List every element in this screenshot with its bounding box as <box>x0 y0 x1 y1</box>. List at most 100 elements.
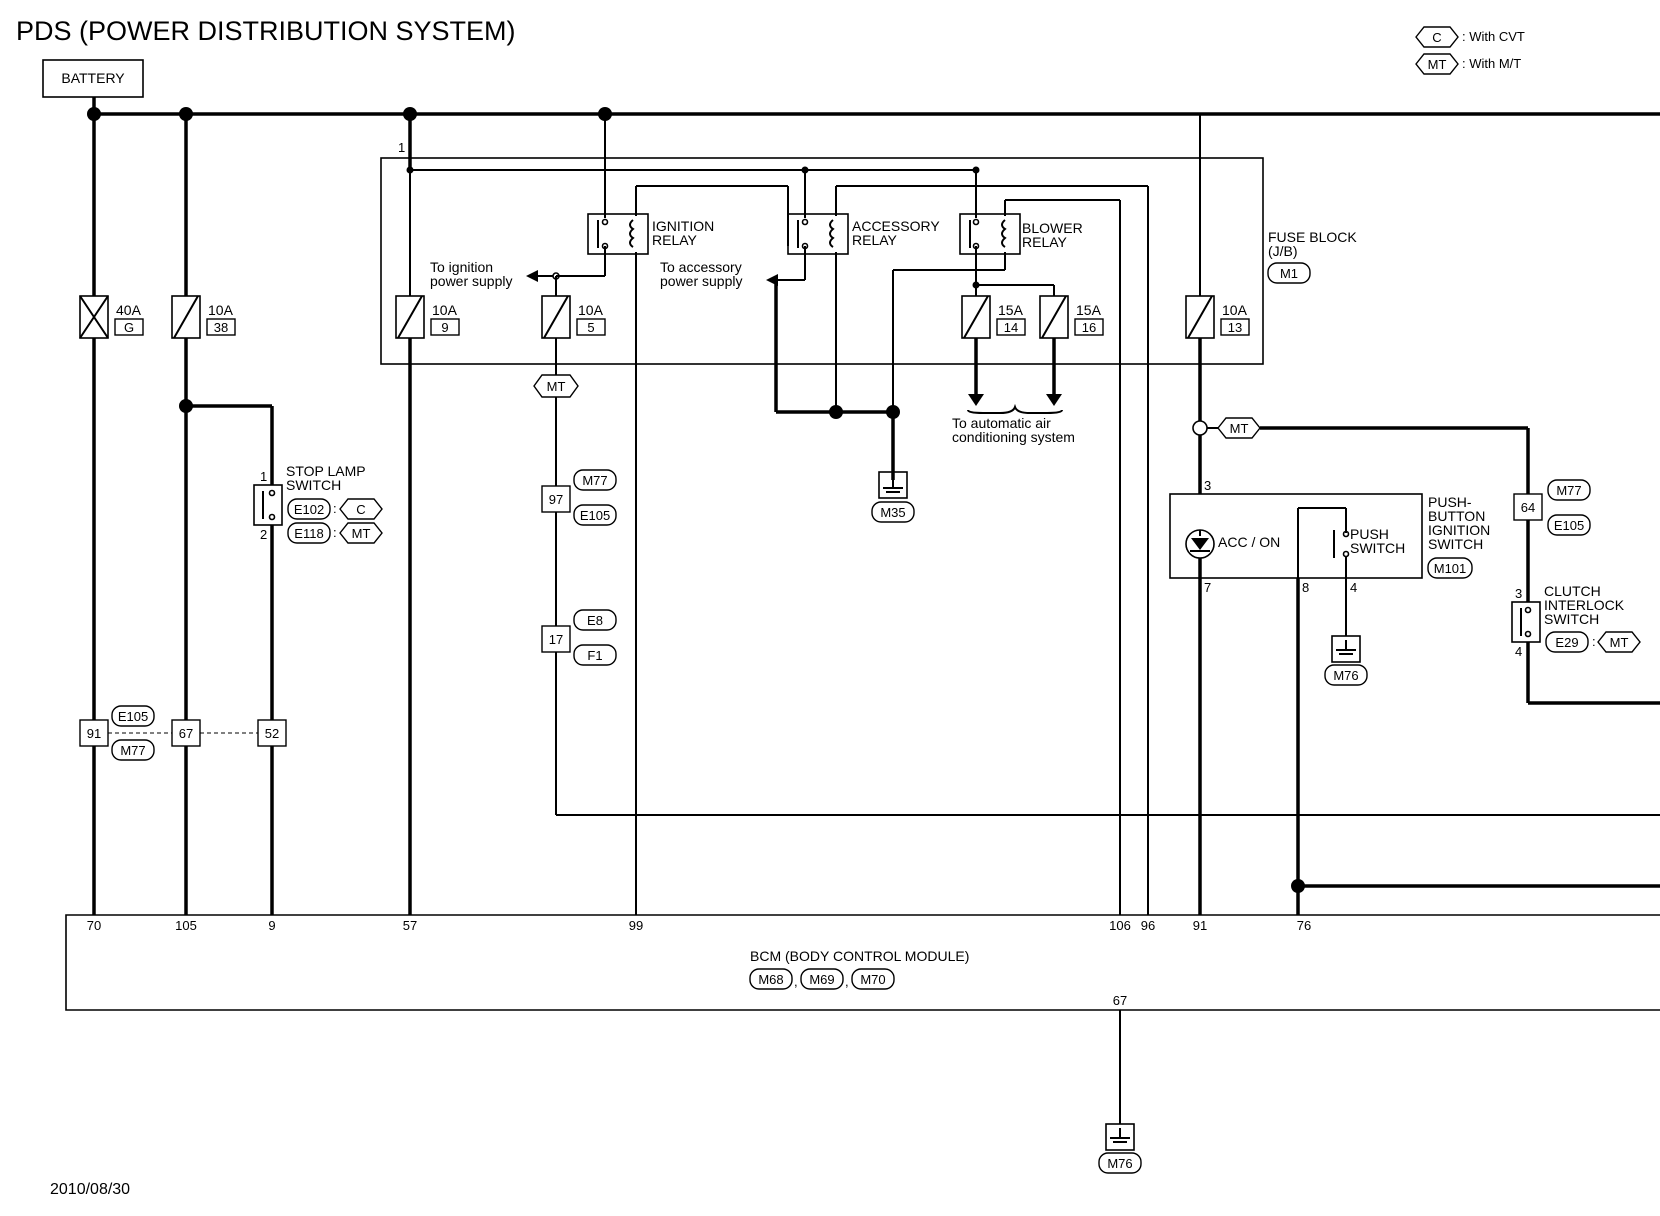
clutch-pin4: 4 <box>1515 644 1522 659</box>
bcm-pin-106: 106 <box>1109 918 1131 933</box>
fuse-16-id: 16 <box>1082 320 1096 335</box>
accessory-relay: ACCESSORY RELAY To accessory power suppl… <box>660 170 1149 915</box>
ground-m76-bcm: M76 <box>1098 1010 1142 1174</box>
ignition-relay: IGNITION RELAY <box>587 114 789 915</box>
acc-supply-l1: To accessory <box>660 259 742 275</box>
psw-pin4: 4 <box>1350 580 1357 595</box>
mt-fuse5: MT <box>547 379 566 394</box>
ground-m76-switch: M76 <box>1324 578 1368 686</box>
fuse-block-jb: (J/B) <box>1268 243 1298 259</box>
stop-lamp-pin2: 2 <box>260 527 267 542</box>
push-button-ignition-switch: 3 ACC / ON 7 PUSH SWITCH 8 4 PUSH- BUTTO… <box>1169 478 1490 915</box>
psw-push-l2: SWITCH <box>1350 540 1405 556</box>
stop-lamp-conn1: E102 <box>294 502 324 517</box>
bcm-ground-pin: 67 <box>1113 993 1127 1008</box>
mt-right: MT <box>1230 421 1249 436</box>
stop-lamp-l1: STOP LAMP <box>286 463 366 479</box>
bcm-pin-105: 105 <box>175 918 197 933</box>
jc-conn-bottom: M77 <box>120 743 145 758</box>
psw-name-l2: BUTTON <box>1428 508 1485 524</box>
legend-c-code: C <box>1432 30 1441 45</box>
stop-lamp-var2: MT <box>352 526 371 541</box>
ground-m35-label: M35 <box>880 505 905 520</box>
wire-pin8-76 <box>1291 578 1660 915</box>
legend: C : With CVT MT : With M/T <box>1415 26 1525 75</box>
bcm-module: 70 105 9 57 99 106 96 91 76 BCM (BODY CO… <box>65 914 1660 1011</box>
svg-text::: : <box>333 525 337 540</box>
diagram-title: PDS (POWER DISTRIBUTION SYSTEM) <box>16 16 516 46</box>
jc17-bot: F1 <box>587 648 602 663</box>
fuse-13-rating: 10A <box>1222 302 1248 318</box>
psw-pin3: 3 <box>1204 478 1211 493</box>
clutch-pin3: 3 <box>1515 586 1522 601</box>
stop-lamp-var1: C <box>356 502 365 517</box>
fuse-block-pin1: 1 <box>398 140 405 155</box>
psw-name-l3: IGNITION <box>1428 522 1490 538</box>
fuse-16-rating: 15A <box>1076 302 1102 318</box>
jc-pin-52: 52 <box>265 726 279 741</box>
bcm-pin-76: 76 <box>1297 918 1311 933</box>
jc97-bot: E105 <box>580 508 610 523</box>
ac-system-l2: conditioning system <box>952 429 1075 445</box>
bcm-pin-9: 9 <box>268 918 275 933</box>
psw-pin8: 8 <box>1302 580 1309 595</box>
jc-pin-67: 67 <box>179 726 193 741</box>
fuse-14-rating: 15A <box>998 302 1024 318</box>
fuse-9-id: 9 <box>441 320 448 335</box>
fuse-9-rating: 10A <box>432 302 458 318</box>
svg-text::: : <box>333 501 337 516</box>
stop-lamp-pin1: 1 <box>260 469 267 484</box>
jc97-pin: 97 <box>549 492 563 507</box>
ign-supply-l1: To ignition <box>430 259 493 275</box>
fuse-5-id: 5 <box>587 320 594 335</box>
fuse-38-rating: 10A <box>208 302 234 318</box>
jc64-top: M77 <box>1556 483 1581 498</box>
fuse-block-box <box>380 157 1264 365</box>
jc64-bot: E105 <box>1554 518 1584 533</box>
fuse-38-id: 38 <box>214 320 228 335</box>
clutch-conn: E29 <box>1555 635 1578 650</box>
psw-pin7: 7 <box>1204 580 1211 595</box>
bcm-conn-m69: M69 <box>809 972 834 987</box>
ground-m76a-label: M76 <box>1333 668 1358 683</box>
psw-push-l1: PUSH <box>1350 526 1389 542</box>
battery-label: BATTERY <box>61 70 125 86</box>
fuse-40a-id: G <box>124 320 134 335</box>
psw-conn: M101 <box>1434 561 1467 576</box>
fuse-10a-13: 10A 13 MT <box>1185 114 1530 494</box>
bcm-pin-70: 70 <box>87 918 101 933</box>
ign-supply-l2: power supply <box>430 273 513 289</box>
bcm-pin-57: 57 <box>403 918 417 933</box>
fuse-15a-16: 15A 16 To automatic air conditioning sys… <box>952 295 1104 445</box>
blower-relay: BLOWER RELAY <box>892 170 1121 915</box>
fuse-40a-g: 40A G <box>79 114 144 915</box>
bcm-name: BCM (BODY CONTROL MODULE) <box>750 948 969 964</box>
fuse-15a-14: 15A 14 <box>961 285 1026 406</box>
fuse-10a-5: To ignition power supply 10A 5 MT 97 M77… <box>430 259 1660 816</box>
fuse-block-label: FUSE BLOCK <box>1268 229 1357 245</box>
bcm-sep1: , <box>794 974 798 989</box>
psw-name-l4: SWITCH <box>1428 536 1483 552</box>
battery-bus <box>87 97 1660 121</box>
accessory-relay-l1: ACCESSORY <box>852 218 940 234</box>
fuse-10a-38: 10A 38 <box>171 114 274 915</box>
jc-conn-top: E105 <box>118 709 148 724</box>
clutch-var: MT <box>1610 635 1629 650</box>
ignition-relay-l2: RELAY <box>652 232 698 248</box>
bcm-pin-99: 99 <box>629 918 643 933</box>
jc17-pin: 17 <box>549 632 563 647</box>
acc-supply-l2: power supply <box>660 273 743 289</box>
fuse-5-rating: 10A <box>578 302 604 318</box>
stop-lamp-conn2: E118 <box>294 526 323 541</box>
jc-pin-91: 91 <box>87 726 101 741</box>
stop-lamp-switch: 1 2 STOP LAMP SWITCH E102 : C E118 : MT <box>253 463 383 915</box>
bcm-conn-m68: M68 <box>758 972 783 987</box>
fuse-10a-9: 10A 9 <box>395 114 980 915</box>
clutch-l1: CLUTCH <box>1544 583 1601 599</box>
joint-connectors: 91 67 52 E105 M77 <box>79 705 287 761</box>
legend-c-text: : With CVT <box>1462 29 1525 44</box>
psw-acc-label: ACC / ON <box>1218 534 1280 550</box>
jc97-top: M77 <box>582 473 607 488</box>
psw-name-l1: PUSH- <box>1428 494 1472 510</box>
